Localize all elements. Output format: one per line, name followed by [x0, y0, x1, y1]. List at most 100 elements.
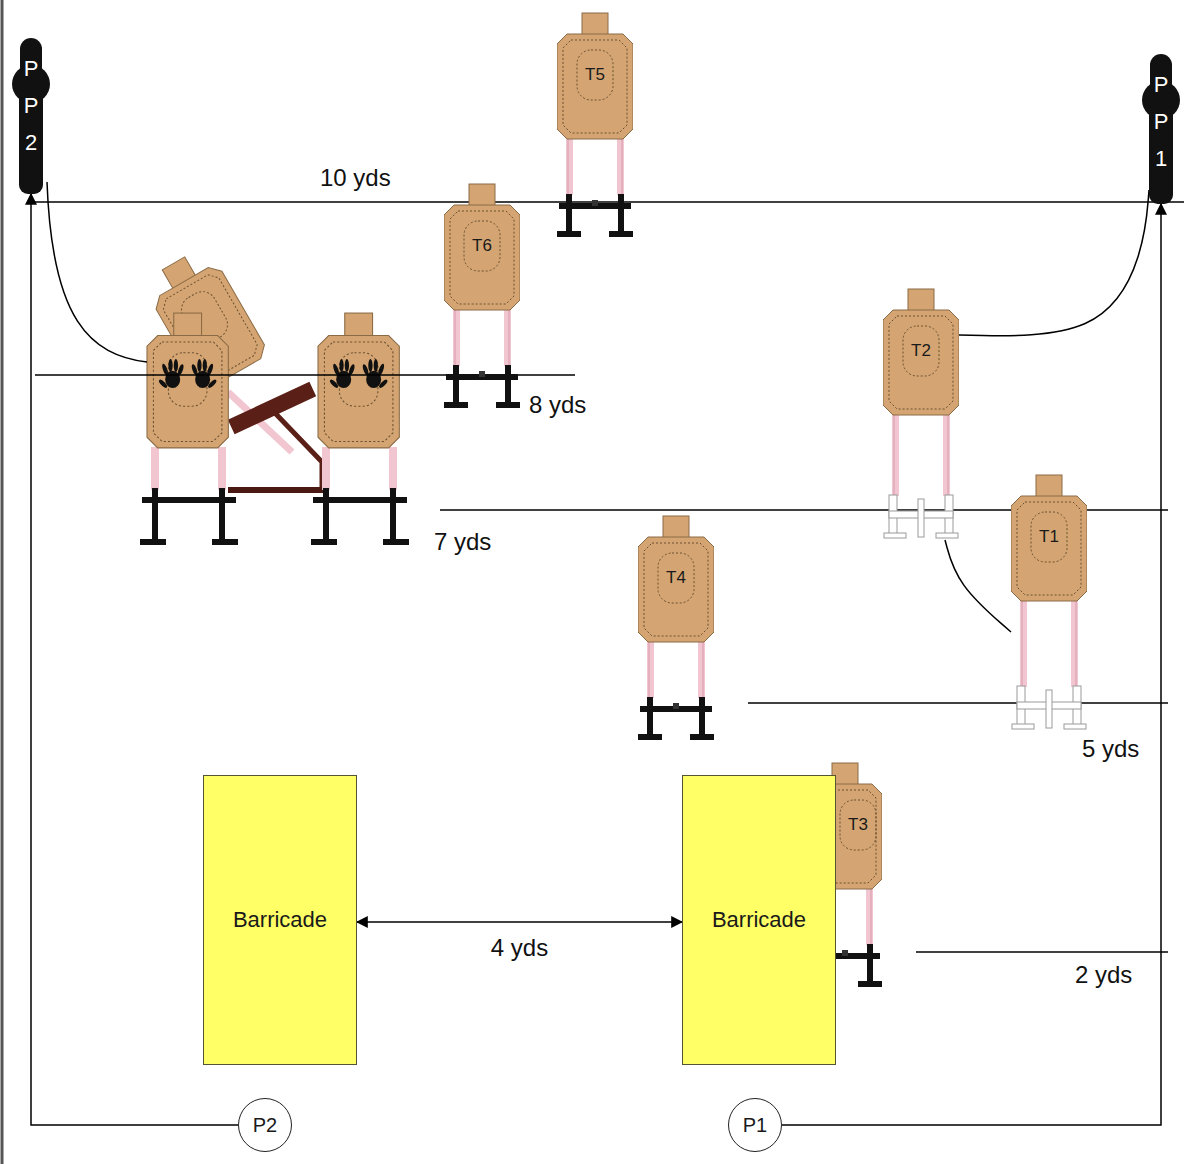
target-part: [638, 537, 714, 642]
target-part: [649, 642, 703, 697]
popper-number: PP1: [1150, 66, 1172, 177]
target-part: [450, 211, 514, 304]
distance-label: 5 yds: [1080, 735, 1141, 763]
target-part: [453, 303, 460, 366]
no-shoot-target: [158, 359, 185, 389]
barricade-label: Barricade: [712, 907, 806, 933]
target-part: [469, 184, 495, 207]
no-shoot-target: [311, 488, 409, 542]
target-part: [698, 635, 705, 698]
no-shoot-target: [151, 447, 159, 490]
no-shoot-target: [329, 359, 356, 389]
distance-label: 7 yds: [432, 528, 493, 556]
no-shoot-target: [218, 447, 226, 490]
connector: [945, 540, 1011, 632]
distance-line: [916, 951, 1168, 953]
shooting-position: P1: [728, 1098, 782, 1152]
connector: [959, 190, 1149, 336]
barricade: Barricade: [682, 775, 836, 1065]
target-part: [663, 516, 689, 539]
target-part: [566, 132, 573, 195]
target-number: T2: [883, 340, 959, 362]
target-part: [1011, 496, 1087, 601]
target: T1: [1011, 474, 1087, 731]
swinging-no-shoot-target: [228, 382, 316, 435]
barricade-label: Barricade: [233, 907, 327, 933]
no-shoot-target: [362, 359, 389, 389]
no-shoot-target: [318, 313, 399, 448]
target-part: [563, 40, 627, 133]
distance-label: 8 yds: [527, 391, 588, 419]
target-number: T4: [638, 567, 714, 589]
no-shoot-target: [389, 447, 397, 490]
target-silhouette: [444, 183, 520, 410]
target-number: T6: [444, 235, 520, 257]
target-part: [908, 289, 934, 312]
target-part: [1012, 686, 1086, 729]
position-label: P2: [253, 1114, 277, 1137]
target-part: [617, 132, 624, 195]
distance-label: 4 yds: [489, 934, 550, 962]
target-part: [889, 316, 953, 409]
distance-line: [35, 201, 1184, 203]
target-part: [1020, 594, 1027, 687]
target: T6: [444, 183, 520, 410]
target: T4: [638, 515, 714, 742]
position-label: P1: [743, 1114, 767, 1137]
target-part: [1017, 502, 1081, 595]
target-part: [842, 950, 848, 956]
target-part: [592, 200, 598, 206]
no-shoot-target: [140, 313, 238, 542]
target-part: [936, 533, 958, 538]
target-number: T1: [1011, 526, 1087, 548]
swinging-no-shoot-target: [228, 487, 328, 493]
target-part: [479, 371, 485, 377]
target-part: [557, 194, 633, 234]
distance-label: 10 yds: [318, 164, 393, 192]
target-part: [444, 365, 520, 405]
no-shoot-target: [322, 447, 330, 490]
target-part: [1046, 690, 1052, 728]
target-silhouette: [638, 515, 714, 742]
target-part: [644, 543, 708, 636]
target-part: [943, 408, 950, 496]
distance-line: [47, 182, 147, 362]
target-part: [504, 303, 511, 366]
target-part: [1036, 475, 1062, 498]
target-part: [918, 499, 924, 537]
target-part: [647, 635, 654, 698]
target-silhouette: [883, 288, 959, 540]
swinging-no-shoot-target: [274, 412, 322, 490]
target-silhouette: [1011, 474, 1087, 731]
distance-label: 2 yds: [1073, 961, 1134, 989]
target-part: [557, 34, 633, 139]
target-silhouette: [557, 12, 633, 239]
no-shoot-target: [147, 313, 228, 448]
shooting-position: P2: [238, 1098, 292, 1152]
target-part: [568, 139, 622, 194]
target-part: [582, 13, 608, 36]
popper-number: PP2: [20, 50, 42, 161]
target-part: [1022, 601, 1076, 686]
no-shoot-target: [140, 488, 238, 542]
no-shoot-target: [191, 359, 218, 389]
distance-line: [748, 702, 1168, 704]
target-part: [883, 310, 959, 415]
no-shoot-target: [318, 313, 399, 448]
no-shoot-target: [147, 313, 228, 448]
target-number: T5: [557, 64, 633, 86]
swinging-no-shoot-target: [141, 244, 328, 490]
target-part: [444, 205, 520, 310]
stage-border: [1, 0, 4, 1164]
popper-target: PP2: [12, 38, 50, 194]
target: T5: [557, 12, 633, 239]
popper-target: PP1: [1142, 54, 1180, 204]
connector: [782, 204, 1161, 1125]
target-part: [1071, 594, 1078, 687]
target-part: [673, 703, 679, 709]
target-part: [1064, 724, 1086, 729]
target-part: [892, 408, 899, 496]
